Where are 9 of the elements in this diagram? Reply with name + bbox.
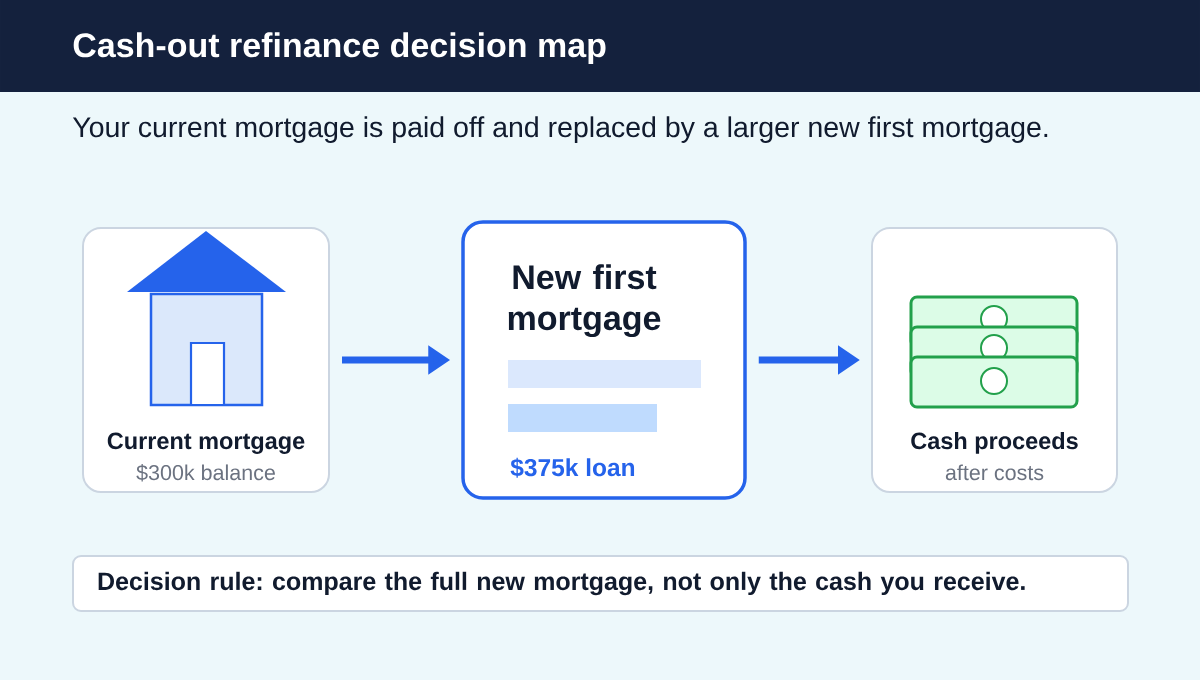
card-title: Current mortgage (107, 432, 305, 454)
card-caption: after costs (945, 464, 1044, 481)
card-title: New first mortgage (508, 264, 661, 338)
card-title: Cash proceeds (911, 431, 1078, 454)
card-caption: $300k balance (136, 464, 275, 482)
subtitle: Your current mortgage is paid off and replaced by a larger new first mortgage. (72, 116, 1048, 143)
note-box: Decision rule: compare the full new mortgage, not only the cash you receive. (72, 555, 1129, 612)
title: Cash-out refinance decision map (73, 32, 606, 65)
loan-amount: $375k loan (510, 457, 635, 478)
